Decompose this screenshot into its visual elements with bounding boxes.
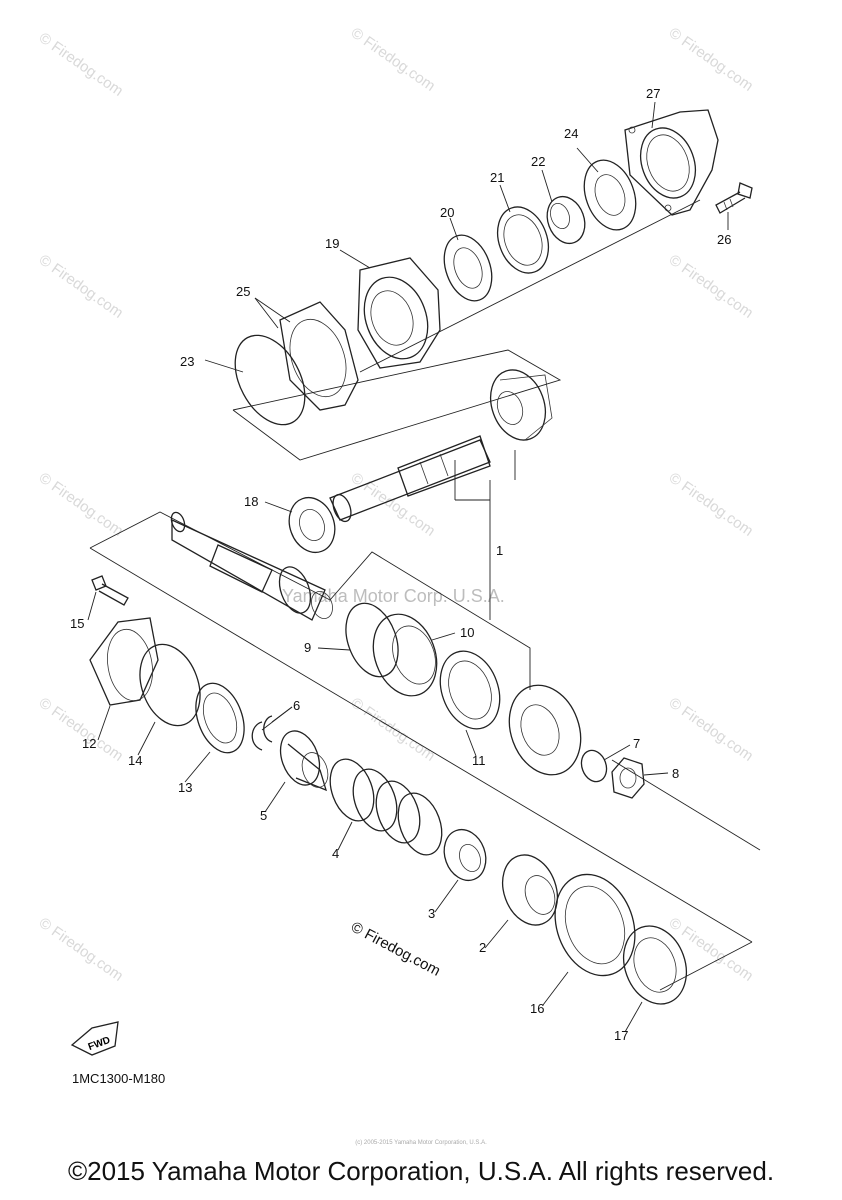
part-10-bearing xyxy=(372,613,438,697)
upper-shaft xyxy=(329,435,491,523)
callout-10: 10 xyxy=(460,625,474,640)
part-13-seal xyxy=(195,682,245,754)
part-9-o-ring xyxy=(345,602,399,678)
upper-assembly-outline xyxy=(232,199,701,620)
callout-18: 18 xyxy=(244,494,258,509)
copyright-footer: ©2015 Yamaha Motor Corporation, U.S.A. A… xyxy=(67,1156,775,1186)
callout-5: 5 xyxy=(260,808,267,823)
part-5-collar xyxy=(279,730,329,792)
callout-27: 27 xyxy=(646,86,660,101)
part-25-gasket xyxy=(279,301,359,411)
part-27-housing xyxy=(624,109,719,216)
fwd-label: FWD xyxy=(87,1035,112,1053)
callout-24: 24 xyxy=(564,126,578,141)
watermark: © Firedog.com xyxy=(666,469,757,539)
part-24-seal xyxy=(583,159,637,231)
watermark: © Firedog.com xyxy=(36,251,127,321)
part-7-washer xyxy=(580,749,608,783)
footer-small-copyright: (c) 2005-2015 Yamaha Motor Corporation, … xyxy=(355,1140,487,1146)
watermark: © Firedog.com xyxy=(666,24,757,94)
callout-22: 22 xyxy=(531,154,545,169)
callout-17: 17 xyxy=(614,1028,628,1043)
leader-lines xyxy=(87,101,729,1033)
watermark: © Firedog.com xyxy=(36,469,127,539)
part-19-bearing-housing xyxy=(357,257,441,369)
callout-2: 2 xyxy=(479,940,486,955)
watermark: © Firedog.com xyxy=(666,694,757,764)
callout-16: 16 xyxy=(530,1001,544,1016)
part-21-bearing-race xyxy=(496,206,550,274)
callout-12: 12 xyxy=(82,736,96,751)
part-2-gear xyxy=(501,854,559,926)
part-20-bearing xyxy=(443,234,493,302)
lower-bevel-gear xyxy=(508,684,582,776)
part-26-bolt xyxy=(715,182,753,214)
inline-watermark: © Firedog.com xyxy=(348,919,443,980)
callout-13: 13 xyxy=(178,780,192,795)
part-16-gear xyxy=(554,873,636,977)
upper-bevel-gear xyxy=(489,369,553,441)
callout-15: 15 xyxy=(70,616,84,631)
callout-11: 11 xyxy=(472,753,486,768)
callout-23: 23 xyxy=(180,354,194,369)
part-23-o-ring xyxy=(234,334,306,426)
watermark: © Firedog.com xyxy=(36,914,127,984)
part-12-cover xyxy=(89,617,159,706)
diagram-code: 1MC1300-M180 xyxy=(72,1071,166,1086)
part-15-bolt xyxy=(91,575,129,606)
watermark: © Firedog.com xyxy=(666,251,757,321)
part-11-race xyxy=(439,650,501,730)
part-8-nut xyxy=(611,757,645,799)
lower-shaft xyxy=(170,511,333,621)
part-14-o-ring xyxy=(139,643,201,727)
watermark: © Firedog.com xyxy=(666,914,757,984)
watermark: © Firedog.com xyxy=(348,24,439,94)
part-22-collar xyxy=(546,195,586,245)
watermark: © Firedog.com xyxy=(348,694,439,764)
callout-9: 9 xyxy=(304,640,311,655)
callout-20: 20 xyxy=(440,205,454,220)
part-6-circlip xyxy=(251,715,273,751)
callout-1: 1 xyxy=(496,543,503,558)
lower-assembly-outline xyxy=(89,511,761,991)
part-18-bearing xyxy=(288,496,336,554)
callout-7: 7 xyxy=(633,736,640,751)
callout-labels: 1 2 3 4 5 6 7 8 9 10 11 12 13 14 15 16 1… xyxy=(70,86,731,1043)
callout-19: 19 xyxy=(325,236,339,251)
watermark: © Firedog.com xyxy=(348,469,439,539)
callout-26: 26 xyxy=(717,232,731,247)
part-3-dog-clutch xyxy=(443,828,487,882)
callout-3: 3 xyxy=(428,906,435,921)
callout-8: 8 xyxy=(672,766,679,781)
part-4-spring xyxy=(329,758,443,856)
callout-14: 14 xyxy=(128,753,142,768)
fwd-arrow-icon: FWD xyxy=(70,1021,119,1056)
callout-4: 4 xyxy=(332,846,339,861)
callout-6: 6 xyxy=(293,698,300,713)
callout-25: 25 xyxy=(236,284,250,299)
callout-21: 21 xyxy=(490,170,504,185)
watermark: © Firedog.com xyxy=(36,29,127,99)
part-17-bearing xyxy=(623,925,687,1005)
center-watermark: Yamaha Motor Corp. U.S.A. xyxy=(282,586,505,606)
